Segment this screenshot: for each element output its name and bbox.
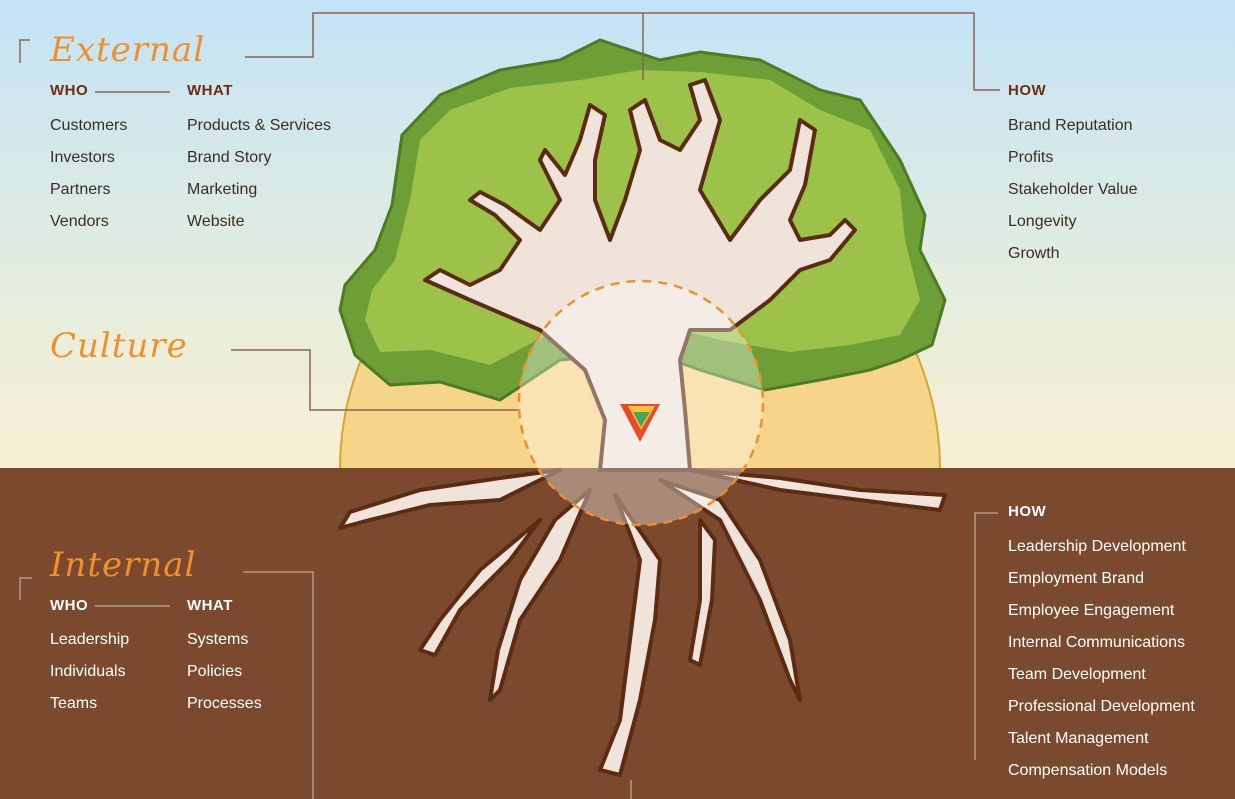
- external-what-item: Website: [187, 206, 331, 238]
- external-who-label: WHO: [50, 82, 88, 99]
- external-how-list: Brand Reputation Profits Stakeholder Val…: [1008, 110, 1138, 270]
- internal-what-label: WHAT: [187, 597, 233, 614]
- internal-how-item: Compensation Models: [1008, 755, 1195, 787]
- internal-title: Internal: [50, 545, 196, 585]
- external-what-item: Products & Services: [187, 110, 331, 142]
- internal-who-item: Individuals: [50, 656, 129, 688]
- external-title: External: [50, 30, 205, 70]
- internal-what-item: Policies: [187, 656, 262, 688]
- internal-what-item: Systems: [187, 624, 262, 656]
- internal-how-item: Employment Brand: [1008, 563, 1195, 595]
- internal-how-list: Leadership Development Employment Brand …: [1008, 531, 1195, 787]
- internal-how-item: Employee Engagement: [1008, 595, 1195, 627]
- external-how-item: Longevity: [1008, 206, 1138, 238]
- culture-circle: [519, 281, 763, 525]
- internal-what-item: Processes: [187, 688, 262, 720]
- external-what-list: Products & Services Brand Story Marketin…: [187, 110, 331, 238]
- external-how-label: HOW: [1008, 82, 1046, 99]
- external-who-item: Partners: [50, 174, 127, 206]
- external-who-item: Customers: [50, 110, 127, 142]
- external-how-item: Stakeholder Value: [1008, 174, 1138, 206]
- internal-how-item: Internal Communications: [1008, 627, 1195, 659]
- external-who-item: Investors: [50, 142, 127, 174]
- external-how-item: Brand Reputation: [1008, 110, 1138, 142]
- culture-title: Culture: [50, 326, 188, 366]
- internal-who-list: Leadership Individuals Teams: [50, 624, 129, 720]
- external-how-item: Profits: [1008, 142, 1138, 174]
- internal-how-item: Professional Development: [1008, 691, 1195, 723]
- internal-how-label: HOW: [1008, 503, 1046, 520]
- external-who-list: Customers Investors Partners Vendors: [50, 110, 127, 238]
- internal-what-list: Systems Policies Processes: [187, 624, 262, 720]
- internal-how-item: Leadership Development: [1008, 531, 1195, 563]
- external-what-item: Marketing: [187, 174, 331, 206]
- internal-who-label: WHO: [50, 597, 88, 614]
- external-who-item: Vendors: [50, 206, 127, 238]
- external-what-label: WHAT: [187, 82, 233, 99]
- external-what-item: Brand Story: [187, 142, 331, 174]
- internal-who-item: Leadership: [50, 624, 129, 656]
- internal-how-item: Team Development: [1008, 659, 1195, 691]
- internal-how-item: Talent Management: [1008, 723, 1195, 755]
- internal-who-item: Teams: [50, 688, 129, 720]
- external-how-item: Growth: [1008, 238, 1138, 270]
